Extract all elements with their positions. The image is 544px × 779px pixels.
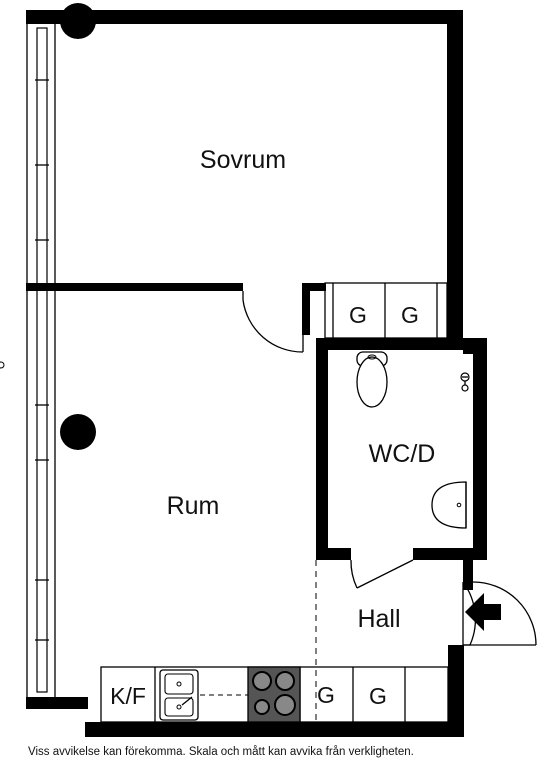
room-label-hall: Hall	[357, 605, 400, 633]
wall-bedroom-stub	[302, 283, 310, 335]
sink-icon	[159, 669, 199, 721]
wall-bedroom-left	[26, 283, 243, 291]
wall-entry-bottom	[448, 645, 464, 737]
wc-wall-bottom-right	[413, 548, 487, 560]
wardrobe-label-right: G	[401, 302, 419, 328]
window-glass	[36, 27, 48, 693]
wall-entry-top	[463, 555, 473, 590]
wardrobe-label-left: G	[349, 302, 367, 328]
wc-door[interactable]	[350, 559, 414, 589]
wall-right-mid	[473, 338, 487, 558]
interior-wall-bedroom	[26, 283, 326, 335]
wall-bottom-left	[26, 697, 88, 709]
bedroom-door[interactable]	[242, 291, 304, 353]
shower-icon	[460, 372, 470, 392]
window-strip	[26, 24, 56, 697]
disclaimer-text: Viss avvikelse kan förekomma. Skala och …	[28, 746, 414, 758]
wall-bedroom-right	[302, 283, 326, 291]
wall-bottom	[85, 722, 464, 737]
wall-top	[26, 10, 463, 24]
side-marker-icon	[0, 361, 5, 369]
wardrobes	[324, 282, 448, 339]
wall-right-upper	[447, 10, 463, 340]
exterior-walls	[26, 10, 487, 737]
column-living	[60, 414, 96, 450]
kitchen-label: K/F	[110, 683, 146, 709]
entrance-arrow-icon	[465, 593, 501, 631]
wc-wall-top	[316, 338, 487, 350]
column-top-left	[60, 3, 96, 39]
hall-cabinet-label-1: G	[317, 682, 335, 708]
wc-wall-bottom-left	[316, 548, 351, 560]
wc-wall-left	[316, 338, 328, 560]
hall-cabinet-label-2: G	[369, 683, 387, 709]
toilet-icon	[356, 351, 388, 408]
cooktop-icon	[247, 666, 301, 723]
room-label-wc: WC/D	[369, 440, 436, 468]
washbasin-icon	[431, 481, 467, 529]
room-label-bedroom: Sovrum	[200, 146, 286, 174]
room-label-living: Rum	[167, 492, 220, 520]
wc-walls	[316, 338, 487, 560]
